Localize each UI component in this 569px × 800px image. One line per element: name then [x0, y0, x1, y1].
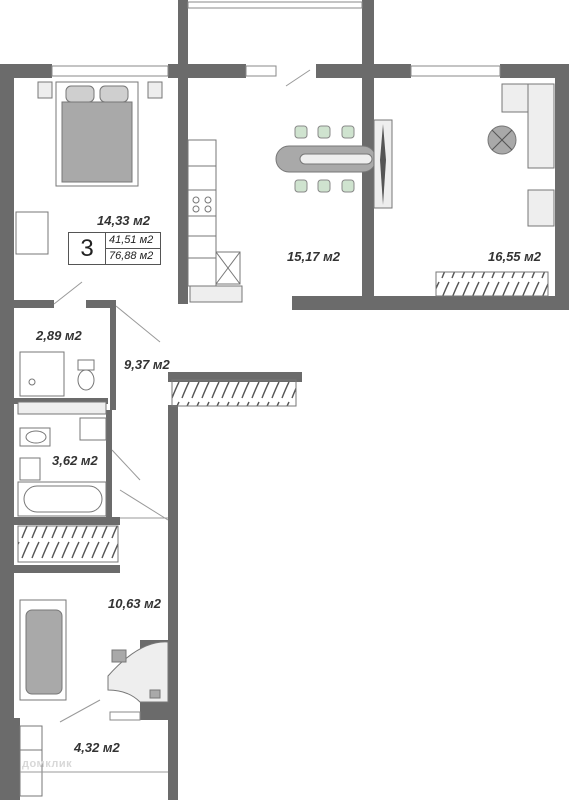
kitchen-units: [187, 139, 243, 303]
sink: [19, 427, 51, 481]
balcony-cabinets: [19, 725, 43, 797]
living-area-value: 41,51 м2: [109, 234, 154, 246]
coffee-table: [487, 125, 517, 155]
area-label-balcony: 4,32 м2: [74, 740, 120, 755]
area-label-kitchen: 15,17 м2: [287, 249, 340, 264]
toilet: [77, 359, 95, 391]
watermark: домклик: [22, 758, 73, 770]
area-label-living-room: 16,55 м2: [488, 249, 541, 264]
wardrobe-living: [435, 271, 549, 297]
apartment-info-box: 3 41,51 м2 76,88 м2: [68, 232, 161, 265]
single-bed: [19, 599, 67, 701]
wc-shelf: [17, 401, 107, 415]
area-label-wc: 2,89 м2: [36, 328, 82, 343]
dining-table: [275, 119, 393, 209]
sofa: [501, 83, 555, 227]
area-label-hall: 9,37 м2: [124, 357, 170, 372]
washing-machine: [79, 417, 107, 441]
total-area-value: 76,88 м2: [109, 250, 154, 262]
desk: [15, 211, 49, 255]
wardrobe-bedroom2: [17, 525, 119, 563]
rooms-count: 3: [80, 235, 94, 262]
shower-tray: [19, 351, 65, 397]
windows: [51, 1, 501, 721]
double-bed: [37, 81, 163, 187]
corner-desk: [107, 641, 169, 703]
area-label-bathroom: 3,62 м2: [52, 453, 98, 468]
chairs: [294, 125, 355, 193]
bathtub: [17, 481, 107, 517]
wardrobe-hall: [171, 379, 297, 407]
area-label-bedroom: 14,33 м2: [97, 213, 150, 228]
area-label-second-bedroom: 10,63 м2: [108, 596, 161, 611]
doors: [53, 69, 311, 723]
